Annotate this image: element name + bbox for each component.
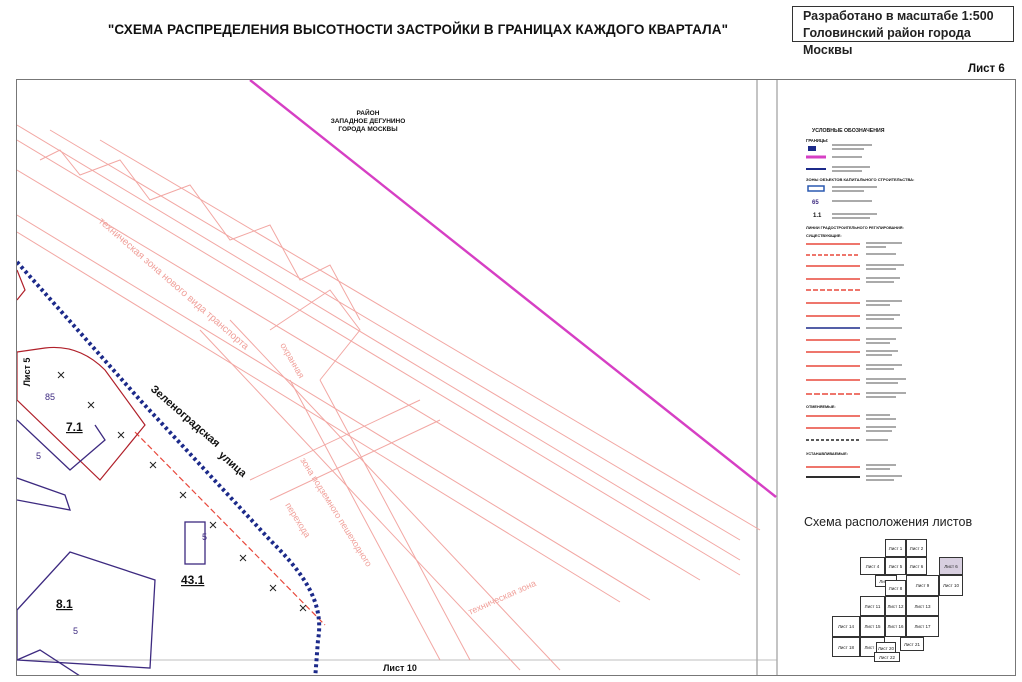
sheet-cell[interactable]: Лист 4 — [860, 557, 885, 575]
quarter-outline[interactable] — [17, 419, 106, 471]
sheet-scheme-title: Схема расположения листов — [804, 515, 973, 529]
quarter-outline[interactable] — [17, 269, 26, 301]
quarter-8-1-outline[interactable] — [17, 551, 156, 669]
sheet-cell-active[interactable]: Лист 6 — [939, 557, 963, 575]
sheet-cell[interactable]: Лист 2 — [906, 539, 927, 557]
legend-section: ОТМЕНЯЕМЫЕ: — [806, 405, 836, 409]
quarter-height: 5 — [36, 451, 41, 461]
district-label-line: ЗАПАДНОЕ ДЕГУНИНО — [331, 118, 406, 125]
sheet-cell[interactable]: Лист 21 — [900, 637, 924, 651]
scale-line: Разработано в масштабе 1:500 — [803, 9, 994, 23]
sheet-cell[interactable]: Лист 17 — [906, 616, 939, 637]
legend-height-sample: 65 — [812, 200, 819, 206]
sheet-cell[interactable]: Лист 16 — [885, 616, 906, 637]
quarter-outline[interactable] — [17, 649, 80, 676]
sheet-cell[interactable]: Лист 1 — [885, 539, 906, 557]
zone-label: зона подземного пешеходного — [298, 456, 374, 569]
street-label: Зеленоградская — [148, 383, 222, 450]
sheet-cell[interactable]: Лист 18 — [832, 637, 860, 657]
sheet-cell[interactable]: Лист 14 — [832, 616, 860, 637]
district-label-line: ГОРОДА МОСКВЫ — [338, 126, 397, 133]
zone-label: перехода — [283, 501, 312, 540]
zone-label: охранная — [278, 341, 306, 380]
legend-title: УСЛОВНЫЕ ОБОЗНАЧЕНИЯ — [812, 128, 885, 134]
sheet-cell[interactable]: Лист 12 — [885, 596, 906, 616]
neighbor-sheet-bottom: Лист 10 — [383, 663, 417, 673]
legend-zone-sample: 1.1 — [813, 213, 822, 219]
legend-section: ЗОНЫ ОБЪЕКТОВ КАПИТАЛЬНОГО СТРОИТЕЛЬСТВА… — [806, 177, 914, 182]
legend-section: СУЩЕСТВУЮЩИЕ: — [806, 234, 842, 238]
quarter-outline[interactable] — [17, 477, 71, 511]
sheet-cell[interactable]: Лист 6 — [906, 557, 927, 575]
quarter-id: 8.1 — [56, 597, 73, 611]
quarter-height: 5 — [202, 532, 207, 542]
legend-section: УСТАНАВЛИВАЕМЫЕ: — [806, 452, 848, 456]
sheet-cell[interactable]: Лист 10 — [939, 575, 963, 596]
legend-symbol — [808, 146, 816, 151]
sheet-cell[interactable]: Лист 8 — [885, 580, 906, 596]
district-line: Головинский район города Москвы — [803, 26, 971, 57]
district-label-line: РАЙОН — [357, 108, 380, 117]
legend: УСЛОВНЫЕ ОБОЗНАЧЕНИЯ ГРАНИЦЫ: ЗОНЫ ОБЪЕК… — [806, 128, 914, 481]
quarter-id: 43.1 — [181, 573, 205, 587]
sheet-cell[interactable]: Лист 5 — [885, 557, 906, 575]
district-border-line — [249, 80, 777, 498]
quarter-height: 5 — [73, 626, 78, 636]
map-title: "СХЕМА РАСПРЕДЕЛЕНИЯ ВЫСОТНОСТИ ЗАСТРОЙК… — [107, 22, 729, 37]
street-label: улица — [216, 449, 249, 480]
scale-info-box: Разработано в масштабе 1:500 Головинский… — [792, 6, 1014, 57]
legend-captions — [832, 144, 906, 481]
pink-zone-lines — [17, 124, 761, 671]
legend-symbol — [807, 185, 825, 192]
legend-removed-lines — [806, 415, 860, 441]
quarter-43-1-outline[interactable] — [184, 521, 206, 565]
legend-section: ЛИНИИ ГРАДОСТРОИТЕЛЬНОГО РЕГУЛИРОВАНИЯ: — [806, 226, 904, 230]
boundary-markers — [57, 371, 307, 612]
sheet-cell[interactable]: Лист 20 — [876, 642, 896, 654]
sheet-cell[interactable]: Лист 11 — [860, 596, 885, 616]
sheet-cell[interactable]: Лист 22 — [874, 652, 900, 662]
legend-section: ГРАНИЦЫ: — [806, 138, 828, 143]
red-dashed-line — [134, 431, 326, 626]
sheet-cell[interactable]: Лист 15 — [860, 616, 885, 637]
zone-label: техническая зона — [467, 578, 538, 617]
quarter-height: 85 — [45, 392, 55, 402]
map-frame — [16, 79, 1016, 676]
sheet-cell[interactable]: Лист 13 — [906, 596, 939, 616]
neighbor-sheet-left: Лист 5 — [22, 358, 32, 387]
quarter-7-1-outline[interactable] — [17, 346, 146, 481]
legend-red-lines — [806, 243, 860, 395]
quarter-id: 7.1 — [66, 420, 83, 434]
sheet-number: Лист 6 — [968, 63, 1005, 75]
sheet-cell[interactable]: Лист 9 — [906, 575, 939, 596]
